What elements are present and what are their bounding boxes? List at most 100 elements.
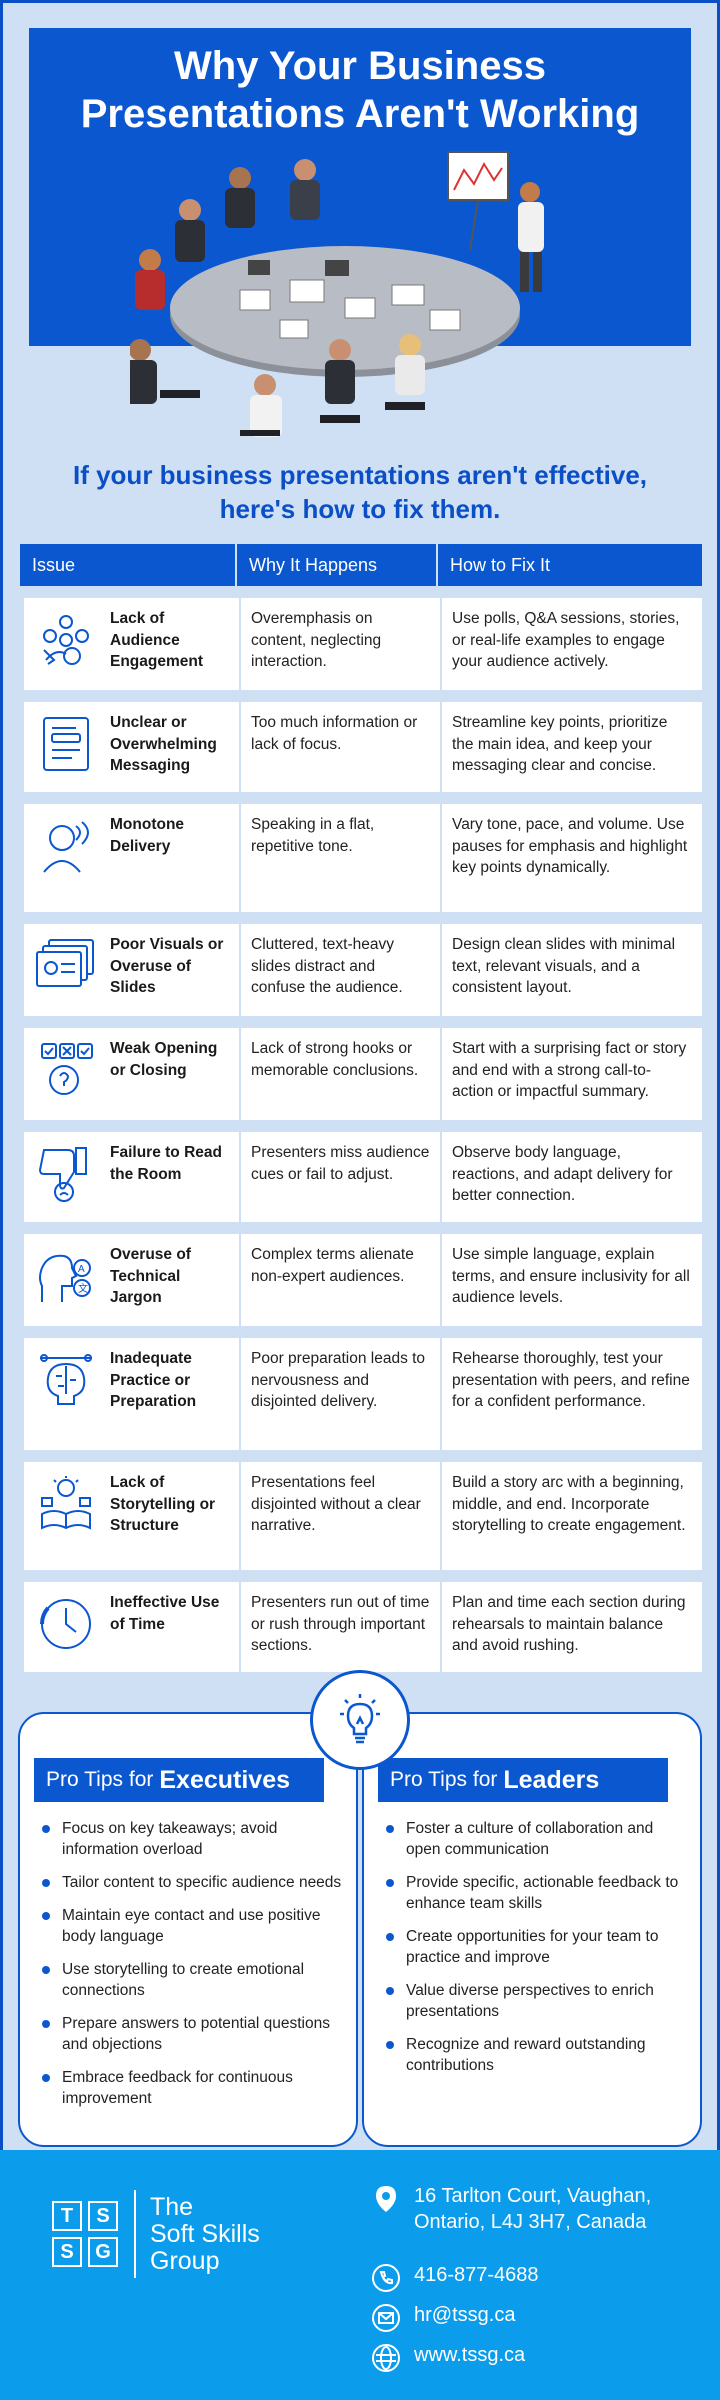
- fix-cell: Plan and time each section during rehear…: [452, 1594, 686, 1654]
- leaders-card-heading: Pro Tips for Leaders: [378, 1758, 668, 1802]
- fix-cell: Start with a surprising fact or story an…: [452, 1040, 687, 1100]
- logo-line-1: The: [150, 2192, 194, 2221]
- phone[interactable]: 416-877-4688: [370, 2262, 539, 2294]
- slides-icon: [32, 934, 100, 1002]
- address-line-1: 16 Tarlton Court, Vaughan,: [414, 2185, 652, 2207]
- svg-text:A: A: [78, 1264, 85, 1275]
- executives-card-heading: Pro Tips for Executives: [34, 1758, 324, 1802]
- fix-cell: Use polls, Q&A sessions, stories, or rea…: [452, 610, 680, 670]
- issue-label: Lack of Storytelling or Structure: [110, 1474, 216, 1534]
- email[interactable]: hr@tssg.ca: [370, 2302, 515, 2334]
- why-cell: Speaking in a flat, repetitive tone.: [241, 804, 442, 912]
- logo-letter: G: [88, 2237, 118, 2267]
- table-row: Monotone Delivery Speaking in a flat, re…: [20, 804, 702, 912]
- table-row: Unclear or Overwhelming Messaging Too mu…: [20, 702, 702, 792]
- logo-letter: S: [52, 2237, 82, 2267]
- meeting-illustration: [130, 151, 544, 437]
- phone-icon: [370, 2262, 402, 2294]
- table-row: Failure to Read the Room Presenters miss…: [20, 1132, 702, 1222]
- storytelling-icon: [32, 1472, 100, 1540]
- issues-table: Issue Why It Happens How to Fix It Lack …: [20, 544, 702, 1672]
- address-line-2: Ontario, L4J 3H7, Canada: [414, 2211, 647, 2233]
- audience-engagement-icon: [32, 608, 100, 676]
- list-item: Recognize and reward outstanding contrib…: [384, 2034, 689, 2076]
- clock-icon: [32, 1592, 100, 1660]
- table-row: Poor Visuals or Overuse of Slides Clutte…: [20, 924, 702, 1016]
- leaders-tips: Foster a culture of collaboration and op…: [384, 1818, 689, 2088]
- messaging-icon: [32, 712, 100, 780]
- fix-cell: Rehearse thoroughly, test your presentat…: [452, 1350, 690, 1410]
- table-row: Inadequate Practice or Preparation Poor …: [20, 1338, 702, 1450]
- tssg-logo: T S S G The Soft Skills Group: [52, 2190, 260, 2278]
- email-address[interactable]: hr@tssg.ca: [414, 2304, 516, 2326]
- why-cell: Too much information or lack of focus.: [241, 702, 442, 792]
- list-item: Value diverse perspectives to enrich pre…: [384, 1980, 689, 2022]
- issue-label: Inadequate Practice or Preparation: [110, 1350, 197, 1410]
- address: 16 Tarlton Court, Vaughan, Ontario, L4J …: [370, 2183, 651, 2235]
- list-item: Prepare answers to potential questions a…: [40, 2013, 345, 2055]
- subtitle-line-2: here's how to fix them.: [219, 494, 501, 524]
- why-cell: Presenters run out of time or rush throu…: [241, 1582, 442, 1672]
- why-cell: Presentations feel disjointed without a …: [241, 1462, 442, 1570]
- leaders-prefix: Pro Tips for: [390, 1768, 498, 1791]
- leaders-card: Pro Tips for Leaders Foster a culture of…: [362, 1712, 702, 2147]
- issue-label: Monotone Delivery: [110, 816, 185, 855]
- svg-text:文: 文: [78, 1282, 88, 1295]
- list-item: Focus on key takeaways; avoid informatio…: [40, 1818, 345, 1860]
- table-header: Issue Why It Happens How to Fix It: [20, 544, 702, 586]
- issue-label: Failure to Read the Room: [110, 1144, 222, 1183]
- header-issue: Issue: [20, 544, 237, 586]
- list-item: Embrace feedback for continuous improvem…: [40, 2067, 345, 2109]
- fix-cell: Observe body language, reactions, and ad…: [452, 1144, 673, 1204]
- list-item: Maintain eye contact and use positive bo…: [40, 1905, 345, 1947]
- fix-cell: Design clean slides with minimal text, r…: [452, 936, 676, 996]
- opening-closing-icon: [32, 1038, 100, 1106]
- fix-cell: Streamline key points, prioritize the ma…: [452, 714, 668, 774]
- fix-cell: Build a story arc with a beginning, midd…: [452, 1474, 686, 1534]
- executives-prefix: Pro Tips for: [46, 1768, 154, 1791]
- why-cell: Cluttered, text-heavy slides distract an…: [241, 924, 442, 1016]
- fix-cell: Use simple language, explain terms, and …: [452, 1246, 690, 1306]
- why-cell: Poor preparation leads to nervousness an…: [241, 1338, 442, 1450]
- thumbs-down-icon: [32, 1142, 100, 1210]
- issue-label: Poor Visuals or Overuse of Slides: [110, 936, 224, 996]
- why-cell: Presenters miss audience cues or fail to…: [241, 1132, 442, 1222]
- monotone-speaker-icon: [32, 814, 100, 882]
- issue-label: Unclear or Overwhelming Messaging: [110, 714, 217, 774]
- location-pin-icon: [370, 2183, 402, 2215]
- issue-label: Overuse of Technical Jargon: [110, 1246, 191, 1306]
- logo-letter: T: [52, 2201, 82, 2231]
- phone-number[interactable]: 416-877-4688: [414, 2264, 539, 2286]
- brain-practice-icon: [32, 1348, 100, 1416]
- list-item: Foster a culture of collaboration and op…: [384, 1818, 689, 1860]
- title-line-1: Why Your Business: [174, 44, 546, 88]
- executives-tips: Focus on key takeaways; avoid informatio…: [40, 1818, 345, 2121]
- fix-cell: Vary tone, pace, and volume. Use pauses …: [452, 816, 688, 876]
- table-row: Lack of Audience Engagement Overemphasis…: [20, 598, 702, 690]
- table-row: Ineffective Use of Time Presenters run o…: [20, 1582, 702, 1672]
- footer: [0, 2150, 720, 2400]
- issue-label: Ineffective Use of Time: [110, 1594, 220, 1633]
- table-row: Lack of Storytelling or Structure Presen…: [20, 1462, 702, 1570]
- globe-icon: [370, 2342, 402, 2374]
- website[interactable]: www.tssg.ca: [370, 2342, 525, 2374]
- list-item: Create opportunities for your team to pr…: [384, 1926, 689, 1968]
- issue-label: Weak Opening or Closing: [110, 1040, 218, 1079]
- why-cell: Overemphasis on content, neglecting inte…: [241, 598, 442, 690]
- table-row: Weak Opening or Closing Lack of strong h…: [20, 1028, 702, 1120]
- issue-label: Lack of Audience Engagement: [110, 610, 204, 670]
- list-item: Provide specific, actionable feedback to…: [384, 1872, 689, 1914]
- logo-letter: S: [88, 2201, 118, 2231]
- subtitle: If your business presentations aren't ef…: [20, 458, 700, 526]
- header-why: Why It Happens: [237, 544, 438, 586]
- logo-line-3: Group: [150, 2246, 220, 2275]
- title-line-2: Presentations Aren't Working: [80, 92, 640, 136]
- executives-audience: Executives: [159, 1765, 291, 1794]
- subtitle-line-1: If your business presentations aren't ef…: [72, 460, 648, 490]
- logo-line-2: Soft Skills: [150, 2219, 260, 2248]
- email-icon: [370, 2302, 402, 2334]
- website-url[interactable]: www.tssg.ca: [414, 2344, 526, 2366]
- list-item: Use storytelling to create emotional con…: [40, 1959, 345, 2001]
